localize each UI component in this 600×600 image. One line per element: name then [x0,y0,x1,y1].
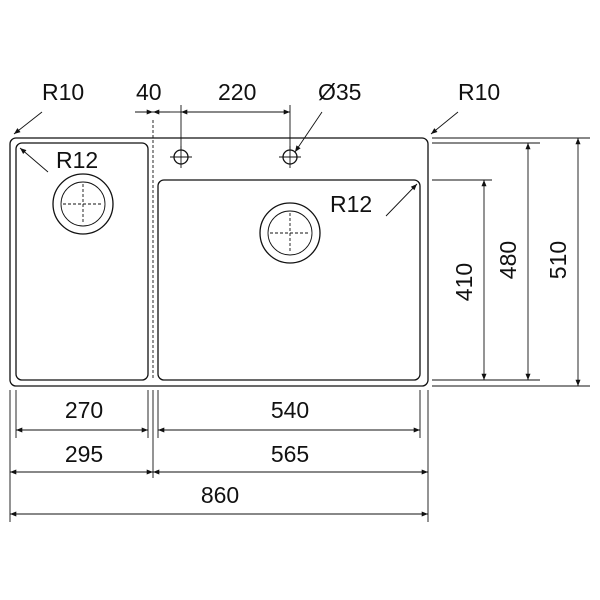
right-bowl [157,179,421,381]
r10-left-label: R10 [42,79,84,105]
dim-295-label: 295 [65,441,103,467]
dim-270-label: 270 [65,397,103,423]
right-drain-icon [259,202,321,264]
sink-outline [9,137,429,387]
left-drain-icon [52,173,114,235]
dim-860-label: 860 [201,482,239,508]
dim-480-label: 480 [495,241,521,279]
dim-565-label: 565 [271,441,309,467]
dim-540-label: 540 [271,397,309,423]
dim-410-label: 410 [451,263,477,301]
r10-right-label: R10 [458,79,500,105]
left-bowl [15,142,149,381]
r12-right-label: R12 [330,191,372,217]
r12-left-label: R12 [56,147,98,173]
dim-220-label: 220 [218,79,256,105]
dim-40-label: 40 [136,79,162,105]
dim-510-label: 510 [545,241,571,279]
dia-35-label: Ø35 [318,79,361,105]
